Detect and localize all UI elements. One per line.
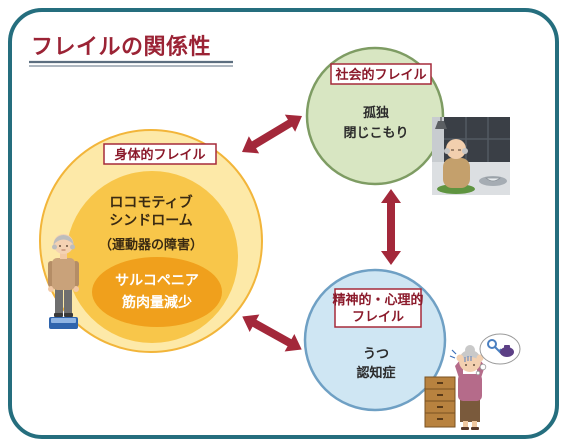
arrow-physical-social <box>241 114 303 154</box>
mental-frailty-label-line-1: 精神的・心理的 <box>332 292 423 308</box>
mental-item-dementia: 認知症 <box>356 365 395 381</box>
physical-frailty-group: 身体的フレイル ロコモティブ シンドローム （運動器の障害） サルコペニア 筋肉… <box>39 129 263 353</box>
physical-frailty-label-box <box>103 143 217 165</box>
confused-elderly-woman-icon <box>424 333 521 430</box>
social-item-withdrawal: 閉じこもり <box>343 126 408 141</box>
elderly-man-on-scale-icon <box>48 234 79 329</box>
sarcopenia-line-2: 筋肉量減少 <box>122 294 192 311</box>
physical-frailty-label: 身体的フレイル <box>114 147 205 163</box>
social-frailty-group: 社会的フレイル 孤独 閉じこもり <box>305 46 445 186</box>
mental-item-depression: うつ <box>363 347 389 362</box>
mental-frailty-label-line-2: フレイル <box>352 310 404 325</box>
mental-frailty-group: 精神的・心理的 フレイル うつ 認知症 <box>303 268 447 412</box>
elderly-man-sitting-alone-icon <box>432 117 510 195</box>
social-item-loneliness: 孤独 <box>363 105 389 121</box>
locomotive-line-1: ロコモティブ <box>109 194 192 211</box>
sarcopenia-ellipse <box>92 257 222 327</box>
locomotive-note: （運動器の障害） <box>99 237 203 253</box>
diagram-title: フレイルの関係性 <box>31 35 211 60</box>
title-underline <box>29 60 233 67</box>
social-frailty-label: 社会的フレイル <box>334 67 426 83</box>
mental-frailty-label-box <box>334 288 422 328</box>
locomotive-line-2: シンドローム <box>109 213 193 229</box>
arrow-physical-mental <box>242 314 302 352</box>
sarcopenia-line-1: サルコペニア <box>115 273 199 289</box>
arrow-social-mental <box>381 189 401 265</box>
social-frailty-label-box <box>330 63 432 85</box>
